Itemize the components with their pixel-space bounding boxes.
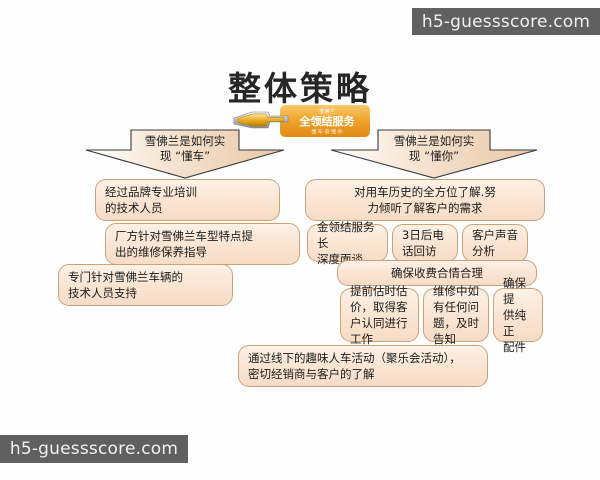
arrow-left-line-2: 现 “懂车” [159, 149, 211, 163]
left-item-2: 厂方针对雪佛兰车型特点提 出的维修保养指导 [105, 223, 300, 265]
right-fee-2-line-3: 题，及时 [433, 316, 479, 330]
arrow-right-line-1: 雪佛兰是如何实 [393, 134, 475, 148]
left-item-3-line-1: 专门针对雪佛兰车辆的 [68, 270, 183, 284]
right-understand-3-line-2: 分析 [472, 244, 495, 258]
right-fee-2-line-4: 告知 [433, 332, 456, 346]
logo-service-text: 全领结服务 [299, 114, 356, 128]
left-item-1-line-1: 经过品牌专业培训 [105, 185, 197, 199]
arrow-right-branch: 雪佛兰是如何实 现 “懂你” [330, 128, 538, 180]
right-fee-2-line-1: 维修中如 [433, 284, 479, 298]
right-understand-2-line-2: 话回访 [402, 244, 437, 258]
left-item-3-line-2: 技术人员支持 [68, 286, 137, 300]
logo-brand-text: 雪佛兰 [319, 107, 335, 115]
bottom-line-2: 密切经销商与客户的了解 [248, 367, 375, 381]
watermark-top-right: h5-guessscore.com [412, 8, 600, 35]
arrow-right-line-2: 现 “懂你” [408, 149, 460, 163]
right-understand-1-line-1: 金领结服务长 [317, 220, 375, 250]
right-fee-1-line-1: 提前估时估 [350, 284, 408, 298]
right-understand-2-line-1: 3日后电 [402, 228, 444, 242]
bottom-line-1: 通过线下的趣味人车活动（聚乐会活动）， [248, 351, 461, 365]
right-understand-item-2: 3日后电 话回访 [392, 224, 458, 262]
watermark-bottom-left: h5-guessscore.com [0, 435, 188, 463]
arrow-left-branch: 雪佛兰是如何实 现 “懂车” [85, 128, 285, 180]
right-main-line-2: 力倾听了解客户的需求 [367, 201, 483, 215]
right-fee-item-3: 确保提 供纯正 配件 [493, 276, 543, 354]
right-fee-item-1: 提前估时估 价，取得客 户认同进行 工作 [340, 284, 419, 346]
left-item-1-line-2: 的技术人员 [105, 201, 163, 215]
arrow-left-line-1: 雪佛兰是如何实 [144, 134, 226, 148]
right-understand-3-line-1: 客户声音 [472, 228, 518, 242]
logo-tagline-text: 懂·车·更·懂·你 [311, 129, 342, 136]
right-fee-header-line-1: 确保收费合情合理 [391, 266, 483, 280]
right-fee-3-line-1: 确保提 [503, 276, 526, 306]
right-fee-item-2: 维修中如 有任何问 题，及时 告知 [423, 284, 489, 346]
right-fee-header: 确保收费合情合理 [337, 260, 537, 286]
right-fee-3-line-3: 配件 [503, 340, 526, 354]
right-main-line-1: 对用车历史的全方位了解.努 [354, 185, 496, 199]
page-title: 整体策略 [228, 69, 372, 108]
left-item-1: 经过品牌专业培训 的技术人员 [95, 179, 280, 221]
bottom-item: 通过线下的趣味人车活动（聚乐会活动）， 密切经销商与客户的了解 [238, 345, 488, 387]
right-understand-item-3: 客户声音 分析 [462, 224, 528, 262]
right-fee-1-line-2: 价，取得客 [350, 300, 408, 314]
right-fee-1-line-4: 工作 [350, 332, 373, 346]
arrow-right-label: 雪佛兰是如何实 现 “懂你” [330, 128, 538, 164]
left-item-2-line-1: 厂方针对雪佛兰车型特点提 [115, 229, 253, 243]
right-fee-1-line-3: 户认同进行 [350, 316, 408, 330]
bowtie-icon [233, 111, 289, 129]
left-item-2-line-2: 出的维修保养指导 [115, 245, 207, 259]
chevrolet-service-logo: 雪佛兰 全领结服务 懂·车·更·懂·你 [232, 102, 372, 142]
right-understand-item-1: 金领结服务长 深度面谈 [307, 220, 388, 266]
right-fee-3-line-2: 供纯正 [503, 308, 526, 338]
right-main-item: 对用车历史的全方位了解.努 力倾听了解客户的需求 [305, 179, 545, 221]
left-item-3: 专门针对雪佛兰车辆的 技术人员支持 [58, 264, 233, 306]
arrow-left-label: 雪佛兰是如何实 现 “懂车” [85, 128, 285, 164]
right-fee-2-line-2: 有任何问 [433, 300, 479, 314]
